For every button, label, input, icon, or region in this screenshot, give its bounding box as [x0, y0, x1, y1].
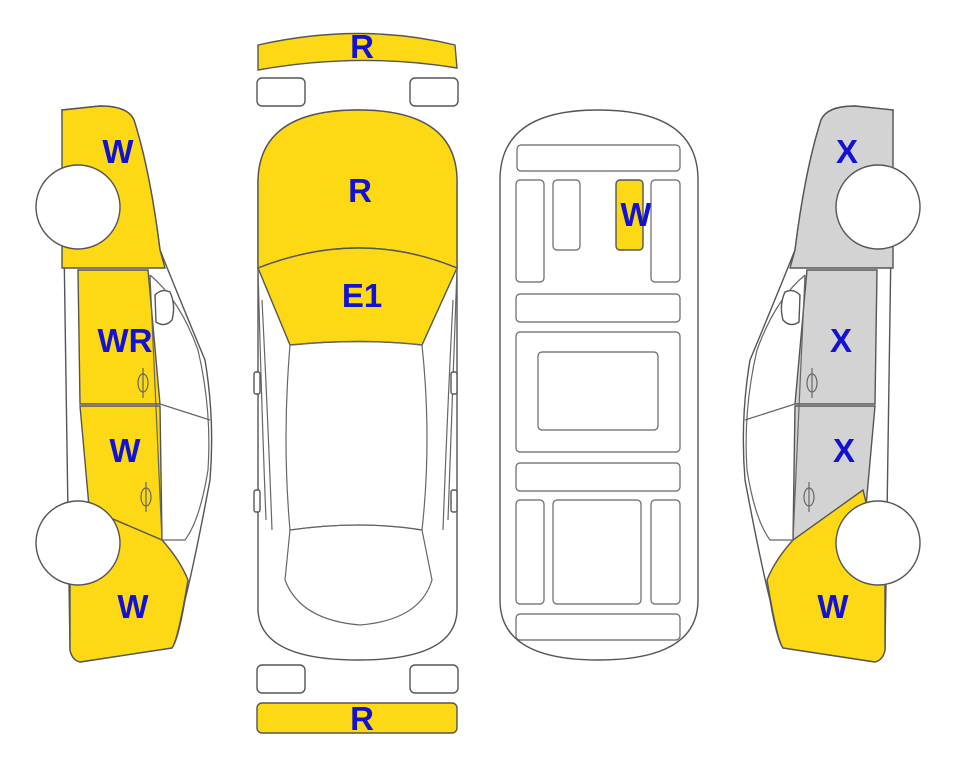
front-bumper-panel[interactable] [257, 32, 458, 71]
right-mirror-top [450, 371, 458, 395]
rear-seat-area [515, 331, 681, 453]
left-rear-quarter-label: W [117, 588, 149, 625]
hood-label: R [348, 172, 372, 209]
right-rear-trim [650, 499, 681, 605]
right-front-door-label: X [830, 322, 852, 359]
right-side-pillar-line [744, 403, 796, 421]
left-door-line [261, 299, 273, 531]
left-front-door-label: WR [98, 322, 153, 359]
trunk-floor [552, 499, 642, 605]
right-rear-wheel [835, 500, 921, 586]
right-door-line [442, 299, 454, 531]
left-a-pillar [257, 267, 267, 521]
right-rear-door-label: X [833, 432, 855, 469]
right-front-fender-label: X [836, 133, 858, 170]
rear-bumper-label: R [350, 700, 374, 737]
left-side-view: W WR W W [35, 105, 213, 663]
left-headlight [256, 77, 306, 107]
left-front-door-handle [137, 368, 149, 398]
front-bumper-label: R [350, 28, 374, 65]
windshield-label: E1 [342, 277, 382, 314]
left-taillight [256, 664, 306, 694]
right-mirror [780, 289, 801, 326]
left-rear-door-label: W [109, 432, 141, 469]
interior-view: W [499, 109, 699, 661]
right-headlight [409, 77, 459, 107]
right-front-wheel [835, 164, 921, 250]
interior-outline [499, 109, 699, 661]
right-front-door-trim [650, 179, 681, 283]
dashboard [516, 144, 681, 172]
left-rear-handle-top [253, 489, 261, 513]
right-front-door-handle [806, 368, 818, 398]
left-rear-trim [515, 499, 545, 605]
right-a-pillar [447, 267, 458, 521]
passenger-seat-panel[interactable] [615, 179, 644, 251]
top-exterior-view: R R E1 R [253, 28, 459, 737]
right-taillight [409, 664, 459, 694]
left-side-glass [149, 274, 210, 541]
rear-bumper-panel[interactable] [256, 702, 458, 734]
right-side-glass [745, 274, 806, 541]
interior-seat-label: W [620, 196, 652, 233]
left-rear-door-handle [140, 482, 152, 512]
right-rear-quarter-label: W [817, 588, 849, 625]
left-front-door-trim [515, 179, 545, 283]
left-side-pillar-line [159, 403, 211, 421]
left-mirror-top [253, 371, 261, 395]
rear-window [284, 524, 433, 626]
right-rear-door-handle [803, 482, 815, 512]
right-rear-handle-top [450, 489, 458, 513]
left-rear-wheel [35, 500, 121, 586]
left-front-fender-label: W [102, 133, 134, 170]
front-floor-divider [515, 293, 681, 323]
left-mirror [154, 289, 175, 326]
right-side-view: X X X W [742, 105, 921, 663]
rear-panel [515, 613, 681, 641]
center-console [537, 351, 659, 431]
left-front-wheel [35, 164, 121, 250]
driver-seat [552, 179, 581, 251]
rear-floor-divider [515, 462, 681, 492]
